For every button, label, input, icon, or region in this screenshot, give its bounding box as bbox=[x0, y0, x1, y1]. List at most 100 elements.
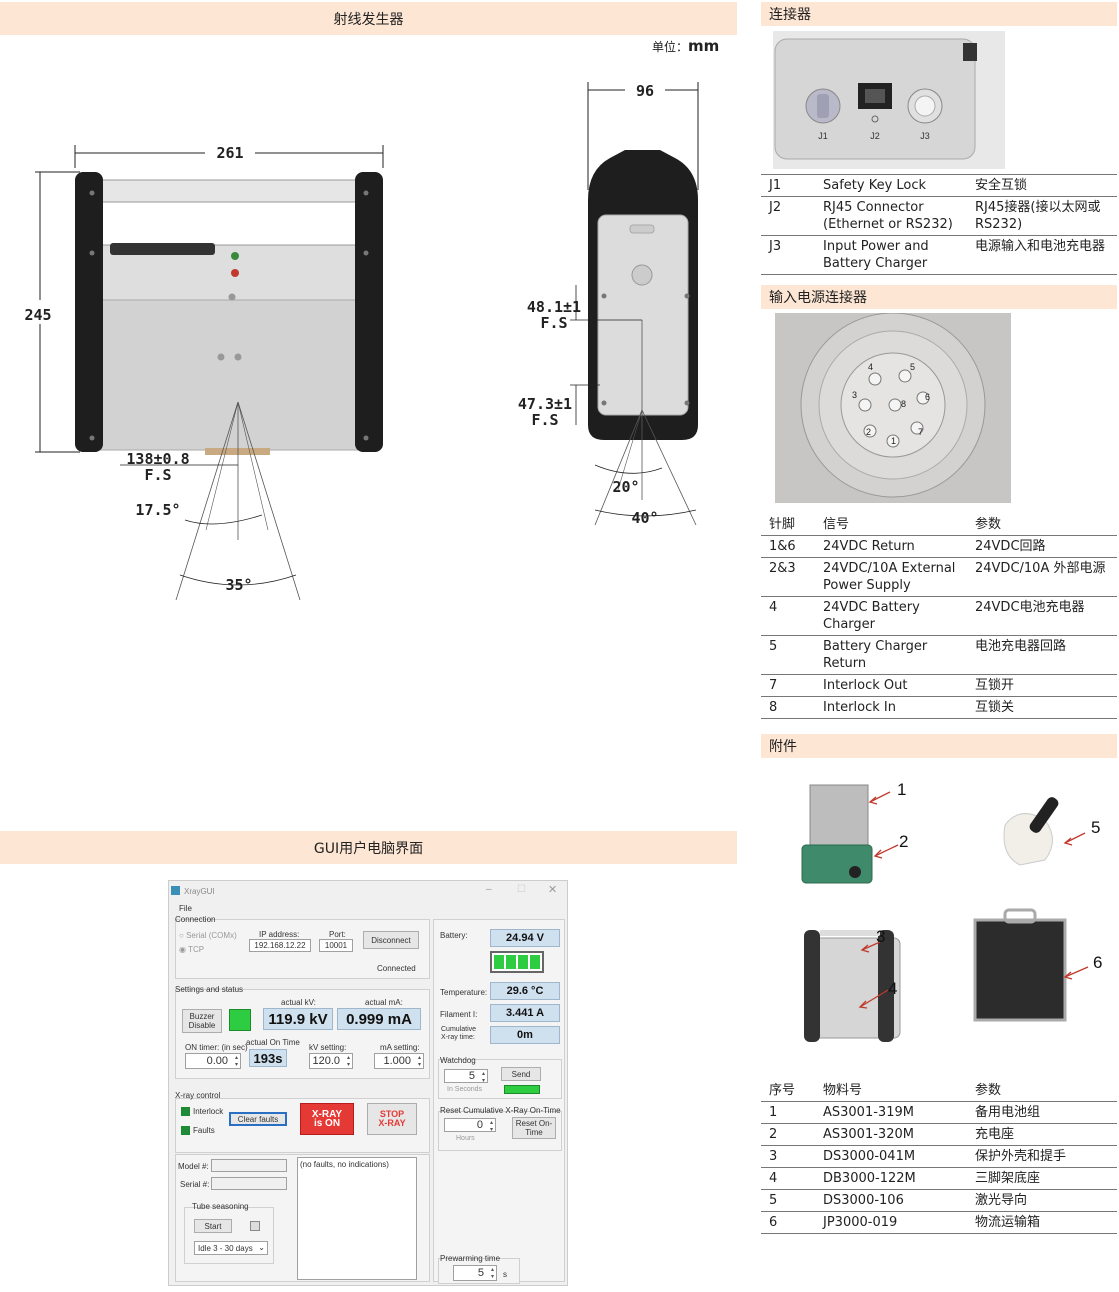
reset-cumulative-label: Reset Cumulative X-Ray On-Time bbox=[440, 1106, 561, 1115]
battery-display: 24.94 V bbox=[490, 929, 560, 947]
faults-indicator bbox=[181, 1126, 190, 1135]
seasoning-checkbox[interactable] bbox=[250, 1221, 260, 1231]
battery-cell bbox=[494, 955, 504, 969]
ma-setting-input[interactable]: 1.000 bbox=[374, 1053, 424, 1069]
pin-label-5: 5 bbox=[910, 362, 915, 372]
buzzer-disable-button[interactable]: Buzzer Disable bbox=[182, 1009, 222, 1033]
table-header-row: 针脚信号参数 bbox=[761, 514, 1117, 536]
front-view-drawing: 261 245 138±0.8 F.S 17.5° 35° bbox=[20, 142, 384, 601]
table-cell: 互锁开 bbox=[967, 674, 1117, 697]
settings-label: Settings and status bbox=[175, 985, 244, 994]
gui-title: GUI用户电脑界面 bbox=[313, 840, 424, 857]
send-button[interactable]: Send bbox=[501, 1067, 541, 1081]
prewarming-input[interactable]: 5 bbox=[453, 1265, 497, 1281]
units-value: mm bbox=[688, 37, 720, 55]
hours-label: Hours bbox=[456, 1135, 475, 1142]
table-cell: Interlock Out bbox=[815, 674, 967, 697]
actual-ma-label: actual mA: bbox=[365, 998, 403, 1007]
table-cell: 2&3 bbox=[761, 557, 815, 597]
menu-file[interactable]: File bbox=[179, 904, 192, 913]
side-focus-top-sub: F.S bbox=[540, 314, 567, 332]
reset-hours-input[interactable]: 0 bbox=[444, 1118, 496, 1133]
table-cell: AS3001-319M bbox=[815, 1101, 967, 1124]
table-cell: 3 bbox=[761, 1145, 815, 1168]
side-view-drawing: 96 48.1±1 F.S 47.3±1 F.S 20° 40° bbox=[518, 80, 699, 527]
table-cell: 电源输入和电池充电器 bbox=[967, 235, 1117, 275]
interlock-indicator bbox=[181, 1107, 190, 1116]
close-icon[interactable]: ✕ bbox=[548, 884, 558, 896]
table-cell: J2 bbox=[761, 196, 815, 236]
pin-label-4: 4 bbox=[868, 362, 873, 372]
connector-photo-label-j3: J3 bbox=[920, 131, 930, 141]
minimize-icon[interactable]: – bbox=[486, 884, 492, 895]
stop-line1: STOP bbox=[379, 1109, 405, 1119]
front-angle-full: 35° bbox=[225, 576, 252, 594]
side-focus-bottom-sub: F.S bbox=[531, 411, 558, 429]
in-seconds-label: In Seconds bbox=[447, 1086, 483, 1093]
table-cell: 7 bbox=[761, 674, 815, 697]
port-input[interactable]: 10001 bbox=[319, 939, 353, 952]
serial-input[interactable] bbox=[211, 1177, 287, 1190]
table-cell: 24VDC/10A 外部电源 bbox=[967, 557, 1117, 597]
table-cell: 5 bbox=[761, 1189, 815, 1212]
front-focus-label: 138±0.8 bbox=[126, 450, 189, 468]
battery-cell bbox=[530, 955, 540, 969]
xray-gui-window: XrayGUI – ☐ ✕ File Connection ○ Serial (… bbox=[168, 880, 568, 1286]
model-input[interactable] bbox=[211, 1159, 287, 1172]
idle-select[interactable]: Idle 3 - 30 days ⌄ bbox=[194, 1241, 268, 1255]
accessory-label-4: 4 bbox=[888, 979, 897, 998]
actual-on-time-display: 193s bbox=[249, 1049, 287, 1067]
status-group bbox=[433, 919, 565, 1282]
accessory-label-6: 6 bbox=[1093, 953, 1102, 972]
maximize-icon[interactable]: ☐ bbox=[517, 884, 526, 895]
on-timer-input[interactable]: 0.00 bbox=[185, 1053, 241, 1069]
table-header-cell: 针脚 bbox=[761, 514, 815, 536]
table-cell: DS3000-041M bbox=[815, 1145, 967, 1168]
pin-label-1: 1 bbox=[891, 436, 896, 446]
battery-icon bbox=[490, 951, 544, 973]
interlock-label: Interlock bbox=[193, 1107, 224, 1116]
tcp-radio[interactable]: ◉ TCP bbox=[179, 945, 205, 954]
xray-on-line2: is ON bbox=[313, 1118, 341, 1129]
table-header-cell: 序号 bbox=[761, 1080, 815, 1102]
battery-cell bbox=[506, 955, 516, 969]
table-cell: DB3000-122M bbox=[815, 1167, 967, 1190]
clear-faults-button[interactable]: Clear faults bbox=[229, 1112, 287, 1126]
watchdog-label: Watchdog bbox=[440, 1056, 476, 1065]
kv-setting-input[interactable]: 120.0 bbox=[309, 1053, 353, 1069]
buzzer-indicator bbox=[229, 1009, 251, 1031]
prewarming-label: Prewarming time bbox=[440, 1254, 501, 1263]
watchdog-input[interactable]: 5 bbox=[444, 1069, 488, 1084]
start-button[interactable]: Start bbox=[194, 1219, 232, 1233]
table-cell: 互锁关 bbox=[967, 696, 1117, 719]
reset-on-time-button[interactable]: Reset On-Time bbox=[512, 1117, 556, 1139]
ip-input[interactable]: 192.168.12.22 bbox=[249, 939, 311, 952]
table-cell: 24VDC回路 bbox=[967, 535, 1117, 558]
pin-label-8: 8 bbox=[901, 399, 906, 409]
accessory-label-1: 1 bbox=[897, 780, 906, 799]
pin-label-6: 6 bbox=[925, 392, 930, 402]
temperature-display: 29.6 °C bbox=[490, 982, 560, 1000]
power-title: 输入电源连接器 bbox=[769, 290, 867, 306]
serial-radio[interactable]: ○ Serial (COMx) bbox=[179, 931, 237, 940]
disconnect-button[interactable]: Disconnect bbox=[363, 931, 419, 949]
watchdog-indicator bbox=[504, 1085, 540, 1094]
table-header-cell: 参数 bbox=[967, 1080, 1117, 1102]
actual-ma-display: 0.999 mA bbox=[337, 1008, 421, 1030]
table-cell: 1&6 bbox=[761, 535, 815, 558]
accessory-photos: 1 2 3 4 5 6 bbox=[801, 780, 1102, 1042]
units-prefix: 单位： bbox=[652, 40, 689, 54]
chevron-down-icon: ⌄ bbox=[258, 1243, 265, 1252]
gui-window-title: XrayGUI bbox=[184, 887, 215, 896]
